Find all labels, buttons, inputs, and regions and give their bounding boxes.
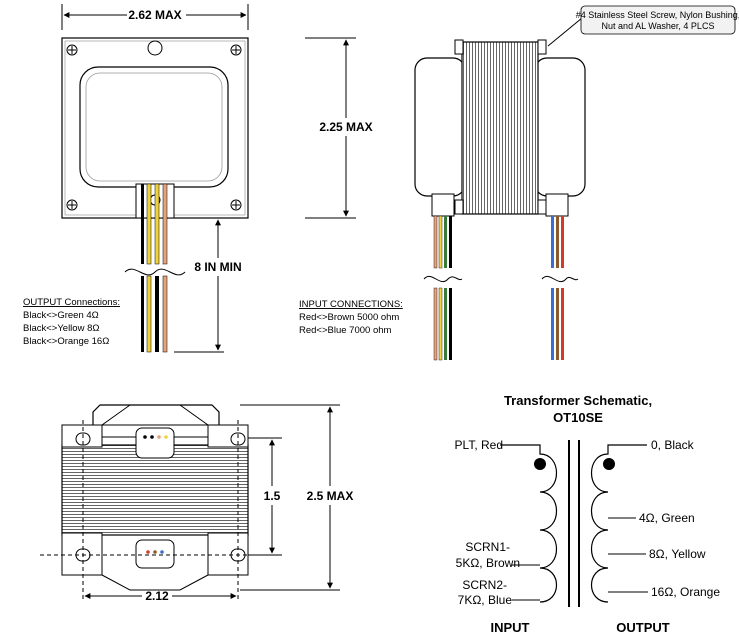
screen1-label: SCRN1-	[465, 540, 510, 554]
primary-polarity-dot	[534, 458, 546, 470]
bottom-height-dimension: 2.5 MAX	[307, 489, 354, 503]
bottom-width-dimension: 2.12	[145, 589, 169, 603]
bottom-view: 2.12 1.5 2.5 MAX	[40, 404, 354, 603]
callout-line2: Nut and AL Washer, 4 PLCS	[602, 21, 715, 31]
input-connection-line: Red<>Brown 5000 ohm	[299, 312, 399, 323]
mounting-hole-icon	[147, 40, 163, 56]
primary-plate-label: PLT, Red	[455, 438, 503, 452]
screen1-value: 5KΩ, Brown	[456, 556, 520, 570]
input-connections-title: INPUT CONNECTIONS:	[299, 299, 403, 310]
output-4ohm-label: 4Ω, Green	[639, 511, 695, 525]
output-connection-line: Black<>Orange 16Ω	[23, 336, 109, 347]
output-16ohm-label: 16Ω, Orange	[651, 585, 720, 599]
secondary-polarity-dot	[603, 458, 615, 470]
output-connections: OUTPUT Connections: Black<>Green 4Ω Blac…	[23, 297, 120, 347]
callout-line1: #4 Stainless Steel Screw, Nylon Bushing,	[576, 10, 739, 20]
schematic-model: OT10SE	[553, 410, 603, 425]
screw-icon	[66, 44, 242, 211]
input-connection-line: Red<>Blue 7000 ohm	[299, 325, 392, 336]
screen2-label: SCRN2-	[462, 578, 507, 592]
output-lead-wires-upper	[141, 183, 168, 265]
transformer-schematic: Transformer Schematic, OT10SE PLT, Red S…	[455, 393, 721, 635]
input-connections: INPUT CONNECTIONS: Red<>Brown 5000 ohm R…	[299, 299, 403, 336]
side-height-dimension: 2.25 MAX	[319, 120, 372, 134]
input-side-label: INPUT	[491, 620, 530, 635]
output-connections-title: OUTPUT Connections:	[23, 297, 120, 308]
output-connection-line: Black<>Green 4Ω	[23, 310, 99, 321]
output-connection-line: Black<>Yellow 8Ω	[23, 323, 99, 334]
side-view: #4 Stainless Steel Screw, Nylon Bushing,…	[305, 5, 739, 361]
bottom-inner-height-dimension: 1.5	[264, 489, 281, 503]
side-output-leads	[433, 215, 452, 361]
output-common-label: 0, Black	[651, 438, 695, 452]
schematic-title: Transformer Schematic,	[504, 393, 652, 408]
side-input-leads	[551, 216, 564, 360]
output-lead-wires-lower	[141, 275, 168, 353]
output-side-label: OUTPUT	[616, 620, 670, 635]
top-view: 2.62 MAX	[61, 4, 249, 353]
lead-length-dimension: 8 IN MIN	[194, 260, 241, 274]
screen2-value: 7KΩ, Blue	[458, 593, 513, 607]
output-8ohm-label: 8Ω, Yellow	[649, 547, 706, 561]
top-width-dimension: 2.62 MAX	[128, 8, 181, 22]
